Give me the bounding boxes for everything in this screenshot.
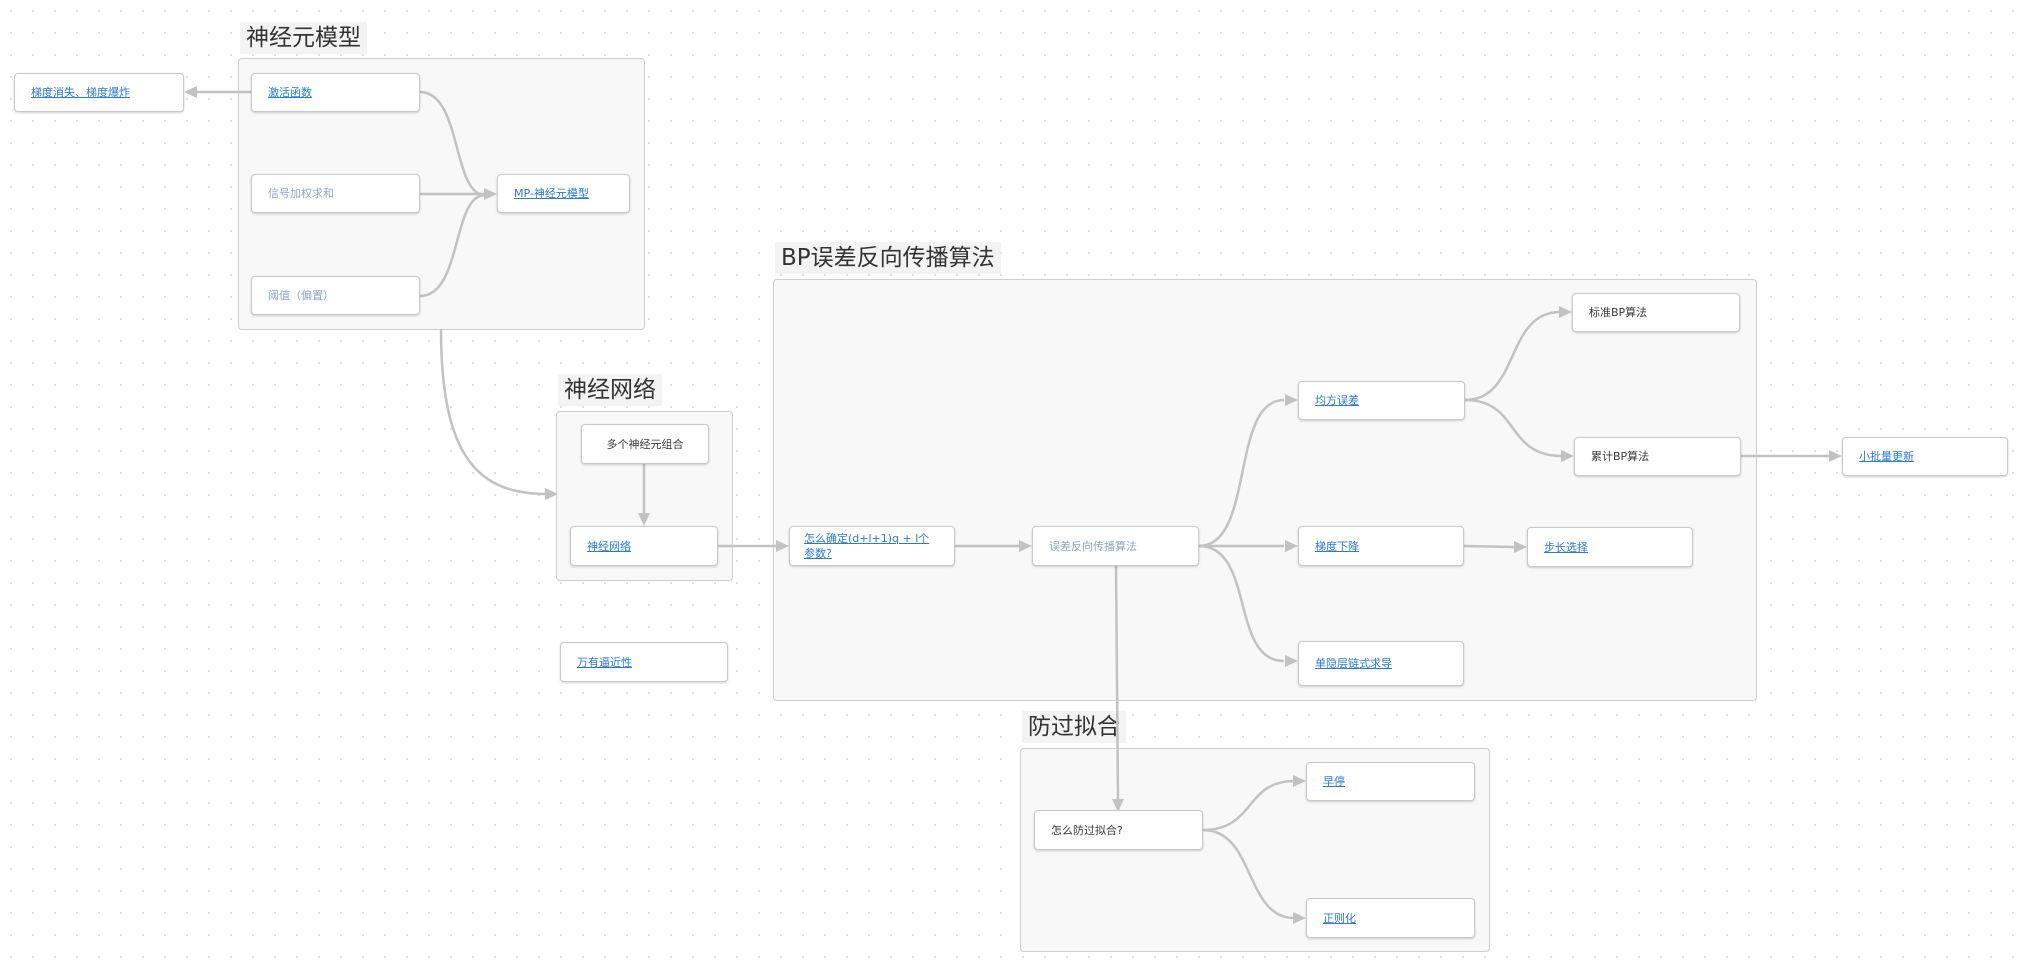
- arrow-minibatch: [1829, 450, 1842, 462]
- node-gradient-vanish-explode[interactable]: 梯度消失、梯度爆炸: [14, 73, 184, 112]
- node-accumulated-bp[interactable]: 累计BP算法: [1574, 437, 1741, 476]
- group-title-neural-network: 神经网络: [558, 374, 662, 406]
- group-title-bp: BP误差反向传播算法: [775, 242, 1001, 274]
- node-single-hidden-chain-rule[interactable]: 单隐层链式求导: [1298, 641, 1464, 686]
- node-multi-neuron-combo[interactable]: 多个神经元组合: [581, 424, 709, 464]
- node-mp-neuron-model[interactable]: MP-神经元模型: [497, 174, 630, 213]
- node-mini-batch-update[interactable]: 小批量更新: [1842, 437, 2008, 476]
- node-regularization[interactable]: 正则化: [1306, 898, 1475, 938]
- node-gradient-descent[interactable]: 梯度下降: [1298, 526, 1464, 566]
- node-neural-network[interactable]: 神经网络: [570, 526, 718, 566]
- node-error-backpropagation[interactable]: 误差反向传播算法: [1032, 526, 1199, 566]
- node-universal-approximation[interactable]: 万有逼近性: [560, 642, 728, 682]
- node-activation-function[interactable]: 激活函数: [251, 73, 420, 112]
- group-title-neuron-model: 神经元模型: [240, 22, 367, 54]
- node-how-prevent-overfitting[interactable]: 怎么防过拟合?: [1034, 810, 1203, 850]
- arrow-gradient: [184, 86, 197, 98]
- node-weighted-sum[interactable]: 信号加权求和: [251, 174, 420, 213]
- node-step-size-selection[interactable]: 步长选择: [1527, 527, 1693, 567]
- group-title-overfit: 防过拟合: [1022, 711, 1126, 743]
- node-threshold-bias[interactable]: 阈值（偏置）: [251, 276, 420, 315]
- edge-neuron-model-to-network: [439, 328, 548, 496]
- node-early-stopping[interactable]: 早停: [1306, 762, 1475, 801]
- group-bp[interactable]: [773, 279, 1757, 701]
- node-mean-squared-error[interactable]: 均方误差: [1298, 381, 1465, 420]
- node-how-to-determine-params[interactable]: 怎么确定(d+l+1)q + l个参数?: [789, 526, 955, 566]
- node-standard-bp[interactable]: 标准BP算法: [1572, 293, 1740, 332]
